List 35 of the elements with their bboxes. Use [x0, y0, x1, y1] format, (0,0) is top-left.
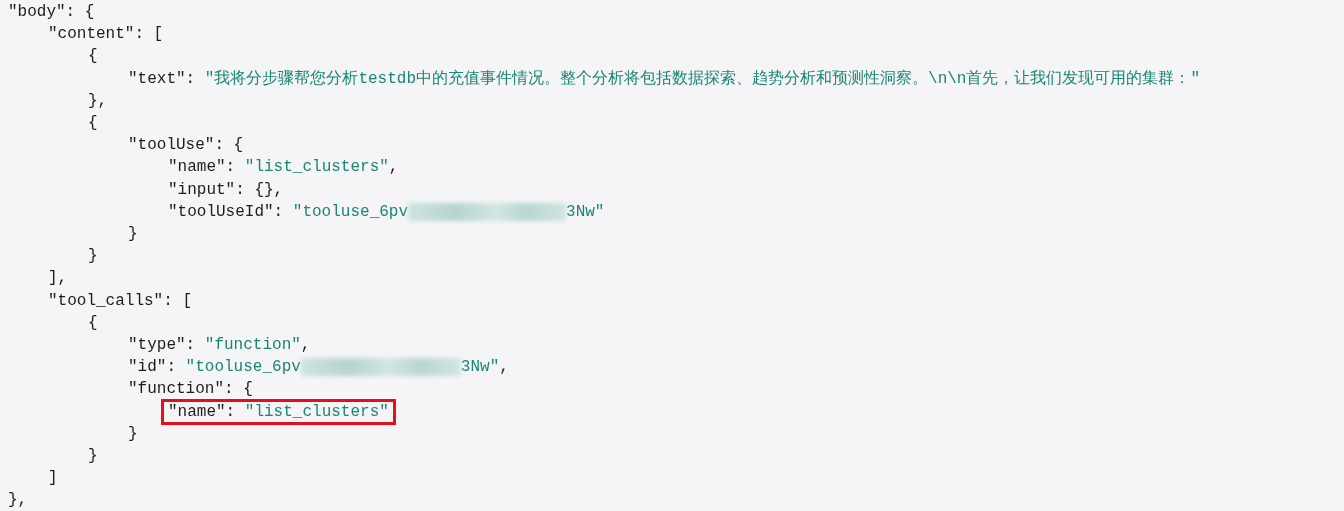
- code-text: "toolUseId":: [168, 202, 284, 221]
- json-value: 3Nw": [566, 202, 605, 221]
- code-text: "function": {: [128, 380, 253, 399]
- code-text: "tool_calls": [: [48, 291, 193, 310]
- code-text: {: [88, 47, 98, 66]
- code-text: ,: [300, 336, 311, 354]
- json-value: "tooluse_6pv: [292, 202, 409, 221]
- code-text: ]: [48, 469, 58, 488]
- code-text: "name":: [168, 158, 236, 177]
- json-value: "tooluse_6pv: [185, 358, 301, 377]
- code-text: ,: [499, 358, 509, 377]
- code-text: {: [88, 313, 98, 332]
- json-value: "list_clusters": [244, 158, 389, 177]
- code-text: },: [8, 491, 28, 510]
- code-text: "content": [: [48, 25, 164, 44]
- code-text: }: [128, 424, 138, 443]
- code-text: ],: [48, 269, 68, 288]
- code-text: {: [88, 114, 98, 132]
- code-text: }: [88, 247, 98, 266]
- code-text: },: [88, 91, 108, 110]
- code-text: }: [88, 447, 98, 465]
- code-text: "toolUse": {: [128, 136, 244, 155]
- json-value: "list_clusters": [244, 402, 389, 421]
- code-text: "text":: [128, 69, 196, 88]
- highlight-box: [161, 398, 396, 425]
- json-key: "name":: [168, 402, 236, 421]
- code-text: "type":: [128, 336, 196, 354]
- code-text: "body": {: [8, 3, 95, 21]
- code-text: ,: [388, 158, 399, 177]
- code-text: }: [128, 225, 138, 243]
- json-value: "function": [204, 336, 301, 354]
- json-value: "我将分步骤帮您分析testdb中的充值事件情况。整个分析将包括数据探索、趋势分析和预测性洞察。\n\n首先，让我们发现可用的集群：": [204, 68, 1201, 90]
- code-text: "input": {},: [168, 180, 284, 199]
- code-text: "id":: [128, 358, 176, 377]
- json-value: 3Nw": [460, 358, 500, 377]
